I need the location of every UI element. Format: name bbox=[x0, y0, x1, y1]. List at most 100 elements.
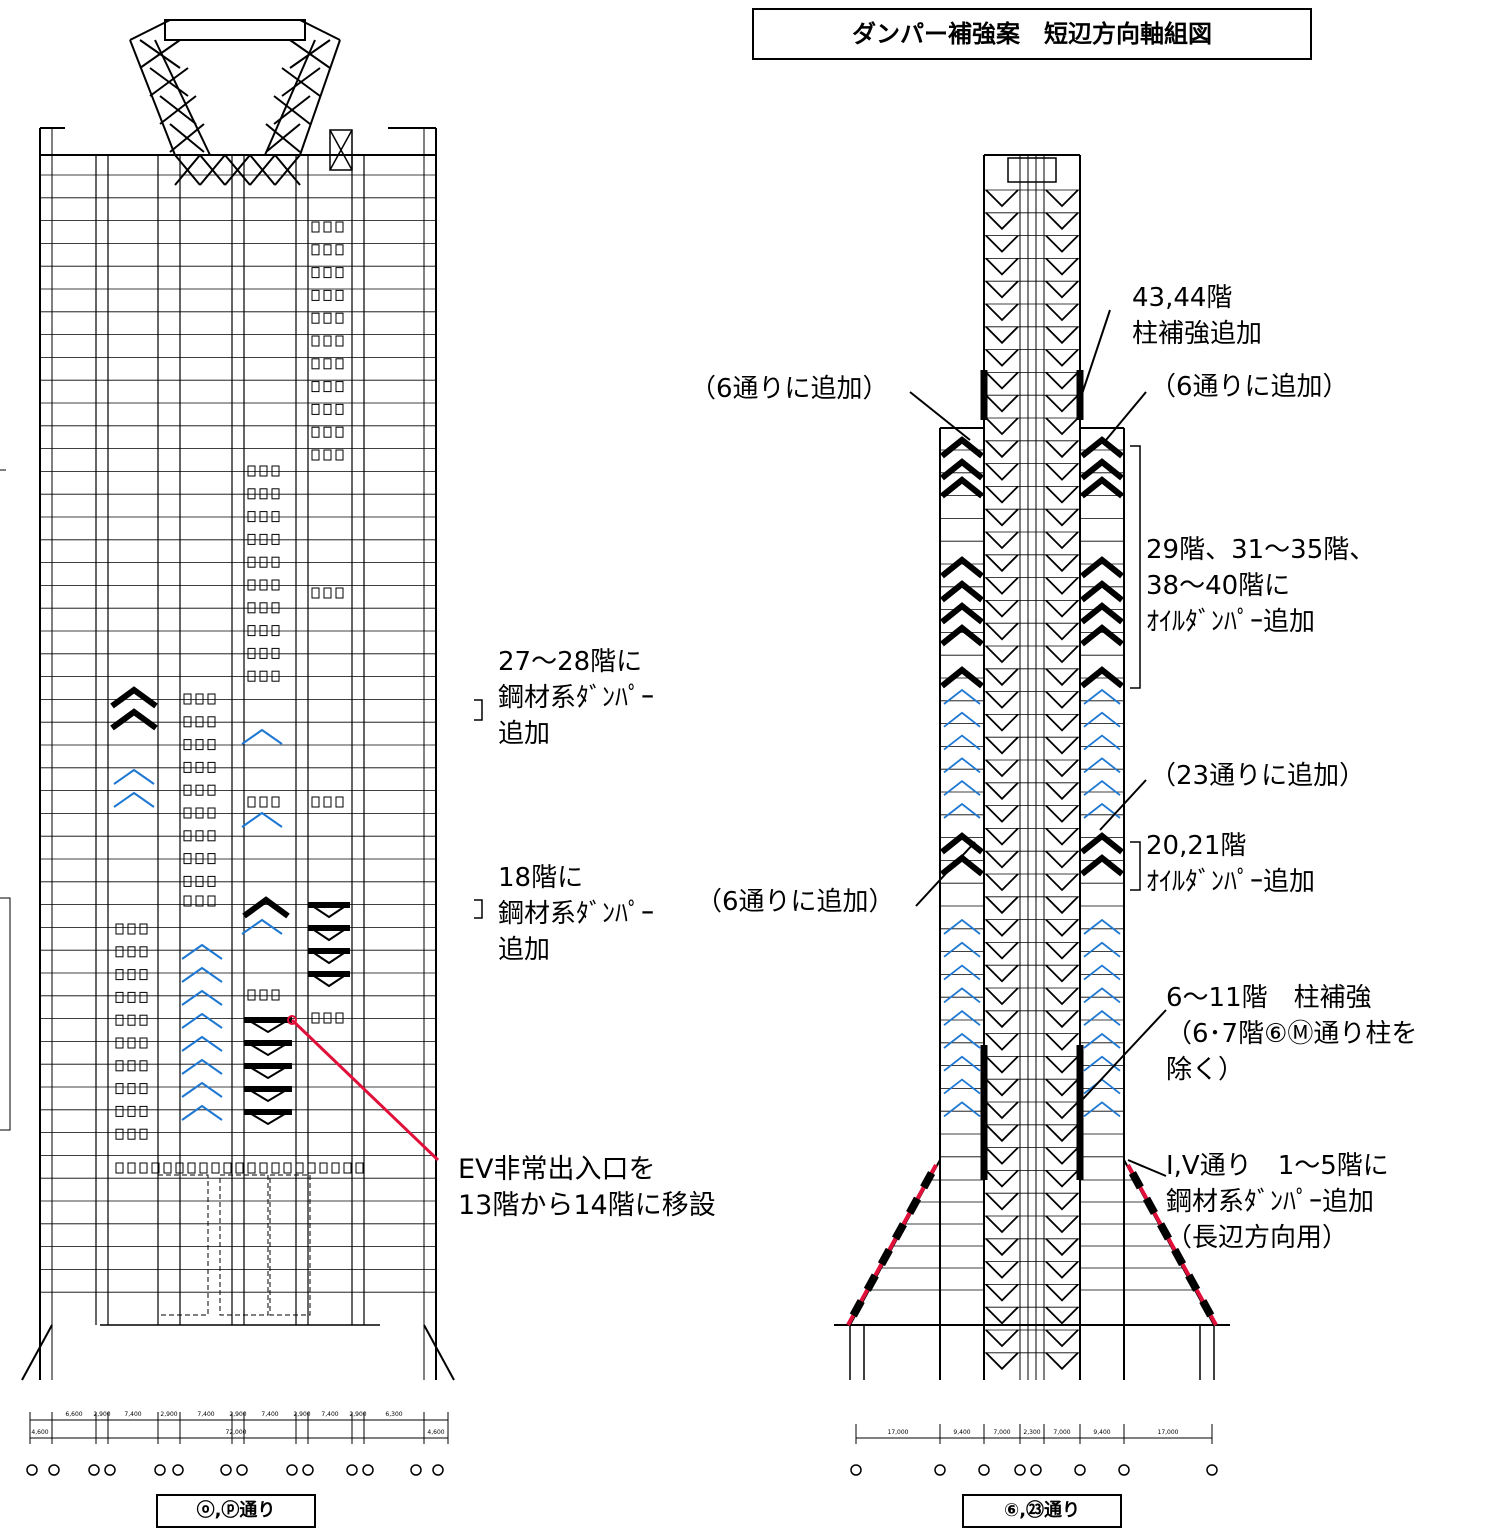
core-brace bbox=[985, 348, 1019, 367]
note-add-line6-right-top: （6通りに追加） bbox=[1150, 372, 1349, 402]
core-brace bbox=[985, 713, 1019, 732]
shaft-window bbox=[115, 969, 124, 981]
shaft-window bbox=[115, 991, 124, 1003]
note-add-line23: （23通りに追加） bbox=[1150, 761, 1366, 791]
shaft-window bbox=[127, 969, 136, 981]
existing-brace bbox=[241, 811, 283, 828]
shaft-window bbox=[207, 895, 216, 907]
dimension-value: 2,900 bbox=[93, 1411, 110, 1418]
crown-diagonal bbox=[139, 39, 181, 69]
core-brace bbox=[985, 1146, 1019, 1165]
shaft-window bbox=[311, 426, 320, 438]
shaft-window bbox=[259, 533, 268, 545]
crown-diagonal bbox=[289, 39, 331, 69]
base-steel-damper bbox=[849, 1299, 865, 1318]
added-oil-damper bbox=[940, 436, 984, 459]
axis-bubble bbox=[1074, 1464, 1086, 1476]
core-brace bbox=[985, 1329, 1019, 1348]
shaft-window bbox=[247, 533, 256, 545]
core-brace bbox=[985, 1283, 1019, 1302]
core-brace bbox=[985, 1169, 1019, 1188]
shaft-window bbox=[323, 449, 332, 461]
added-oil-damper bbox=[940, 580, 984, 603]
axis-bubble bbox=[410, 1464, 422, 1476]
shaft-window bbox=[323, 335, 332, 347]
core-brace bbox=[1045, 303, 1079, 322]
shaft-window bbox=[183, 853, 192, 865]
shaft-window bbox=[183, 807, 192, 819]
core-brace bbox=[1045, 622, 1079, 641]
core-brace bbox=[1045, 1306, 1079, 1325]
added-brace bbox=[247, 1065, 289, 1080]
core-brace bbox=[1045, 782, 1079, 801]
shaft-window bbox=[335, 449, 344, 461]
dimension-value: 2,300 bbox=[1023, 1429, 1040, 1436]
core-brace bbox=[1045, 462, 1079, 481]
shaft-window bbox=[195, 716, 204, 728]
ground-window bbox=[259, 1162, 268, 1174]
core-brace bbox=[985, 782, 1019, 801]
core-brace bbox=[985, 622, 1019, 641]
shaft-window bbox=[139, 969, 148, 981]
core-brace bbox=[1045, 1329, 1079, 1348]
existing-brace bbox=[1083, 964, 1121, 981]
axis-bubble bbox=[220, 1464, 232, 1476]
shaft-window bbox=[311, 1012, 320, 1024]
added-brace bbox=[247, 1042, 289, 1057]
core-brace bbox=[1045, 918, 1079, 937]
existing-brace bbox=[1083, 1101, 1121, 1118]
shaft-window bbox=[247, 647, 256, 659]
core-brace bbox=[1045, 896, 1079, 915]
crown-diagonal bbox=[265, 123, 301, 153]
axis-bubble bbox=[26, 1464, 38, 1476]
existing-brace bbox=[181, 943, 223, 960]
existing-brace bbox=[943, 734, 981, 751]
existing-brace bbox=[943, 688, 981, 705]
shaft-window bbox=[247, 625, 256, 637]
podium-damper-slope bbox=[1126, 1164, 1218, 1326]
shaft-window bbox=[115, 1083, 124, 1095]
axis-bubble bbox=[286, 1464, 298, 1476]
shaft-window bbox=[271, 511, 280, 523]
dimension-value: 7,400 bbox=[197, 1411, 214, 1418]
added-brace bbox=[310, 950, 348, 965]
ev-leader-line bbox=[290, 1018, 440, 1162]
core-brace bbox=[985, 280, 1019, 299]
shaft-window bbox=[207, 761, 216, 773]
core-brace bbox=[1045, 1032, 1079, 1051]
core-brace bbox=[985, 850, 1019, 869]
core-brace bbox=[1045, 645, 1079, 664]
shaft-window bbox=[311, 312, 320, 324]
ground-window bbox=[175, 1162, 184, 1174]
core-brace bbox=[985, 1055, 1019, 1074]
core-brace bbox=[1045, 576, 1079, 595]
shaft-window bbox=[195, 807, 204, 819]
added-oil-damper bbox=[1080, 666, 1124, 689]
shaft-window bbox=[271, 488, 280, 500]
base-steel-damper bbox=[1128, 1171, 1144, 1190]
core-brace bbox=[985, 668, 1019, 687]
shaft-window bbox=[127, 1083, 136, 1095]
axis-bubble bbox=[1014, 1464, 1026, 1476]
shaft-window bbox=[115, 1128, 124, 1140]
crown-diagonal bbox=[159, 95, 197, 125]
core-brace bbox=[985, 1260, 1019, 1279]
core-brace bbox=[1045, 417, 1079, 436]
core-brace bbox=[985, 1010, 1019, 1029]
existing-brace bbox=[1083, 688, 1121, 705]
shaft-window bbox=[183, 830, 192, 842]
existing-brace bbox=[1083, 1032, 1121, 1049]
shaft-window bbox=[335, 335, 344, 347]
shaft-window bbox=[259, 989, 268, 1001]
core-brace bbox=[1045, 1260, 1079, 1279]
existing-brace bbox=[181, 1058, 223, 1075]
roof-brace bbox=[249, 154, 276, 186]
existing-brace bbox=[943, 918, 981, 935]
shaft-window bbox=[271, 796, 280, 808]
base-steel-damper bbox=[920, 1171, 936, 1190]
existing-brace bbox=[181, 1081, 223, 1098]
dimension-value: 2,900 bbox=[293, 1411, 310, 1418]
ground-window bbox=[319, 1162, 328, 1174]
axis-bubble bbox=[302, 1464, 314, 1476]
shaft-window bbox=[139, 1060, 148, 1072]
